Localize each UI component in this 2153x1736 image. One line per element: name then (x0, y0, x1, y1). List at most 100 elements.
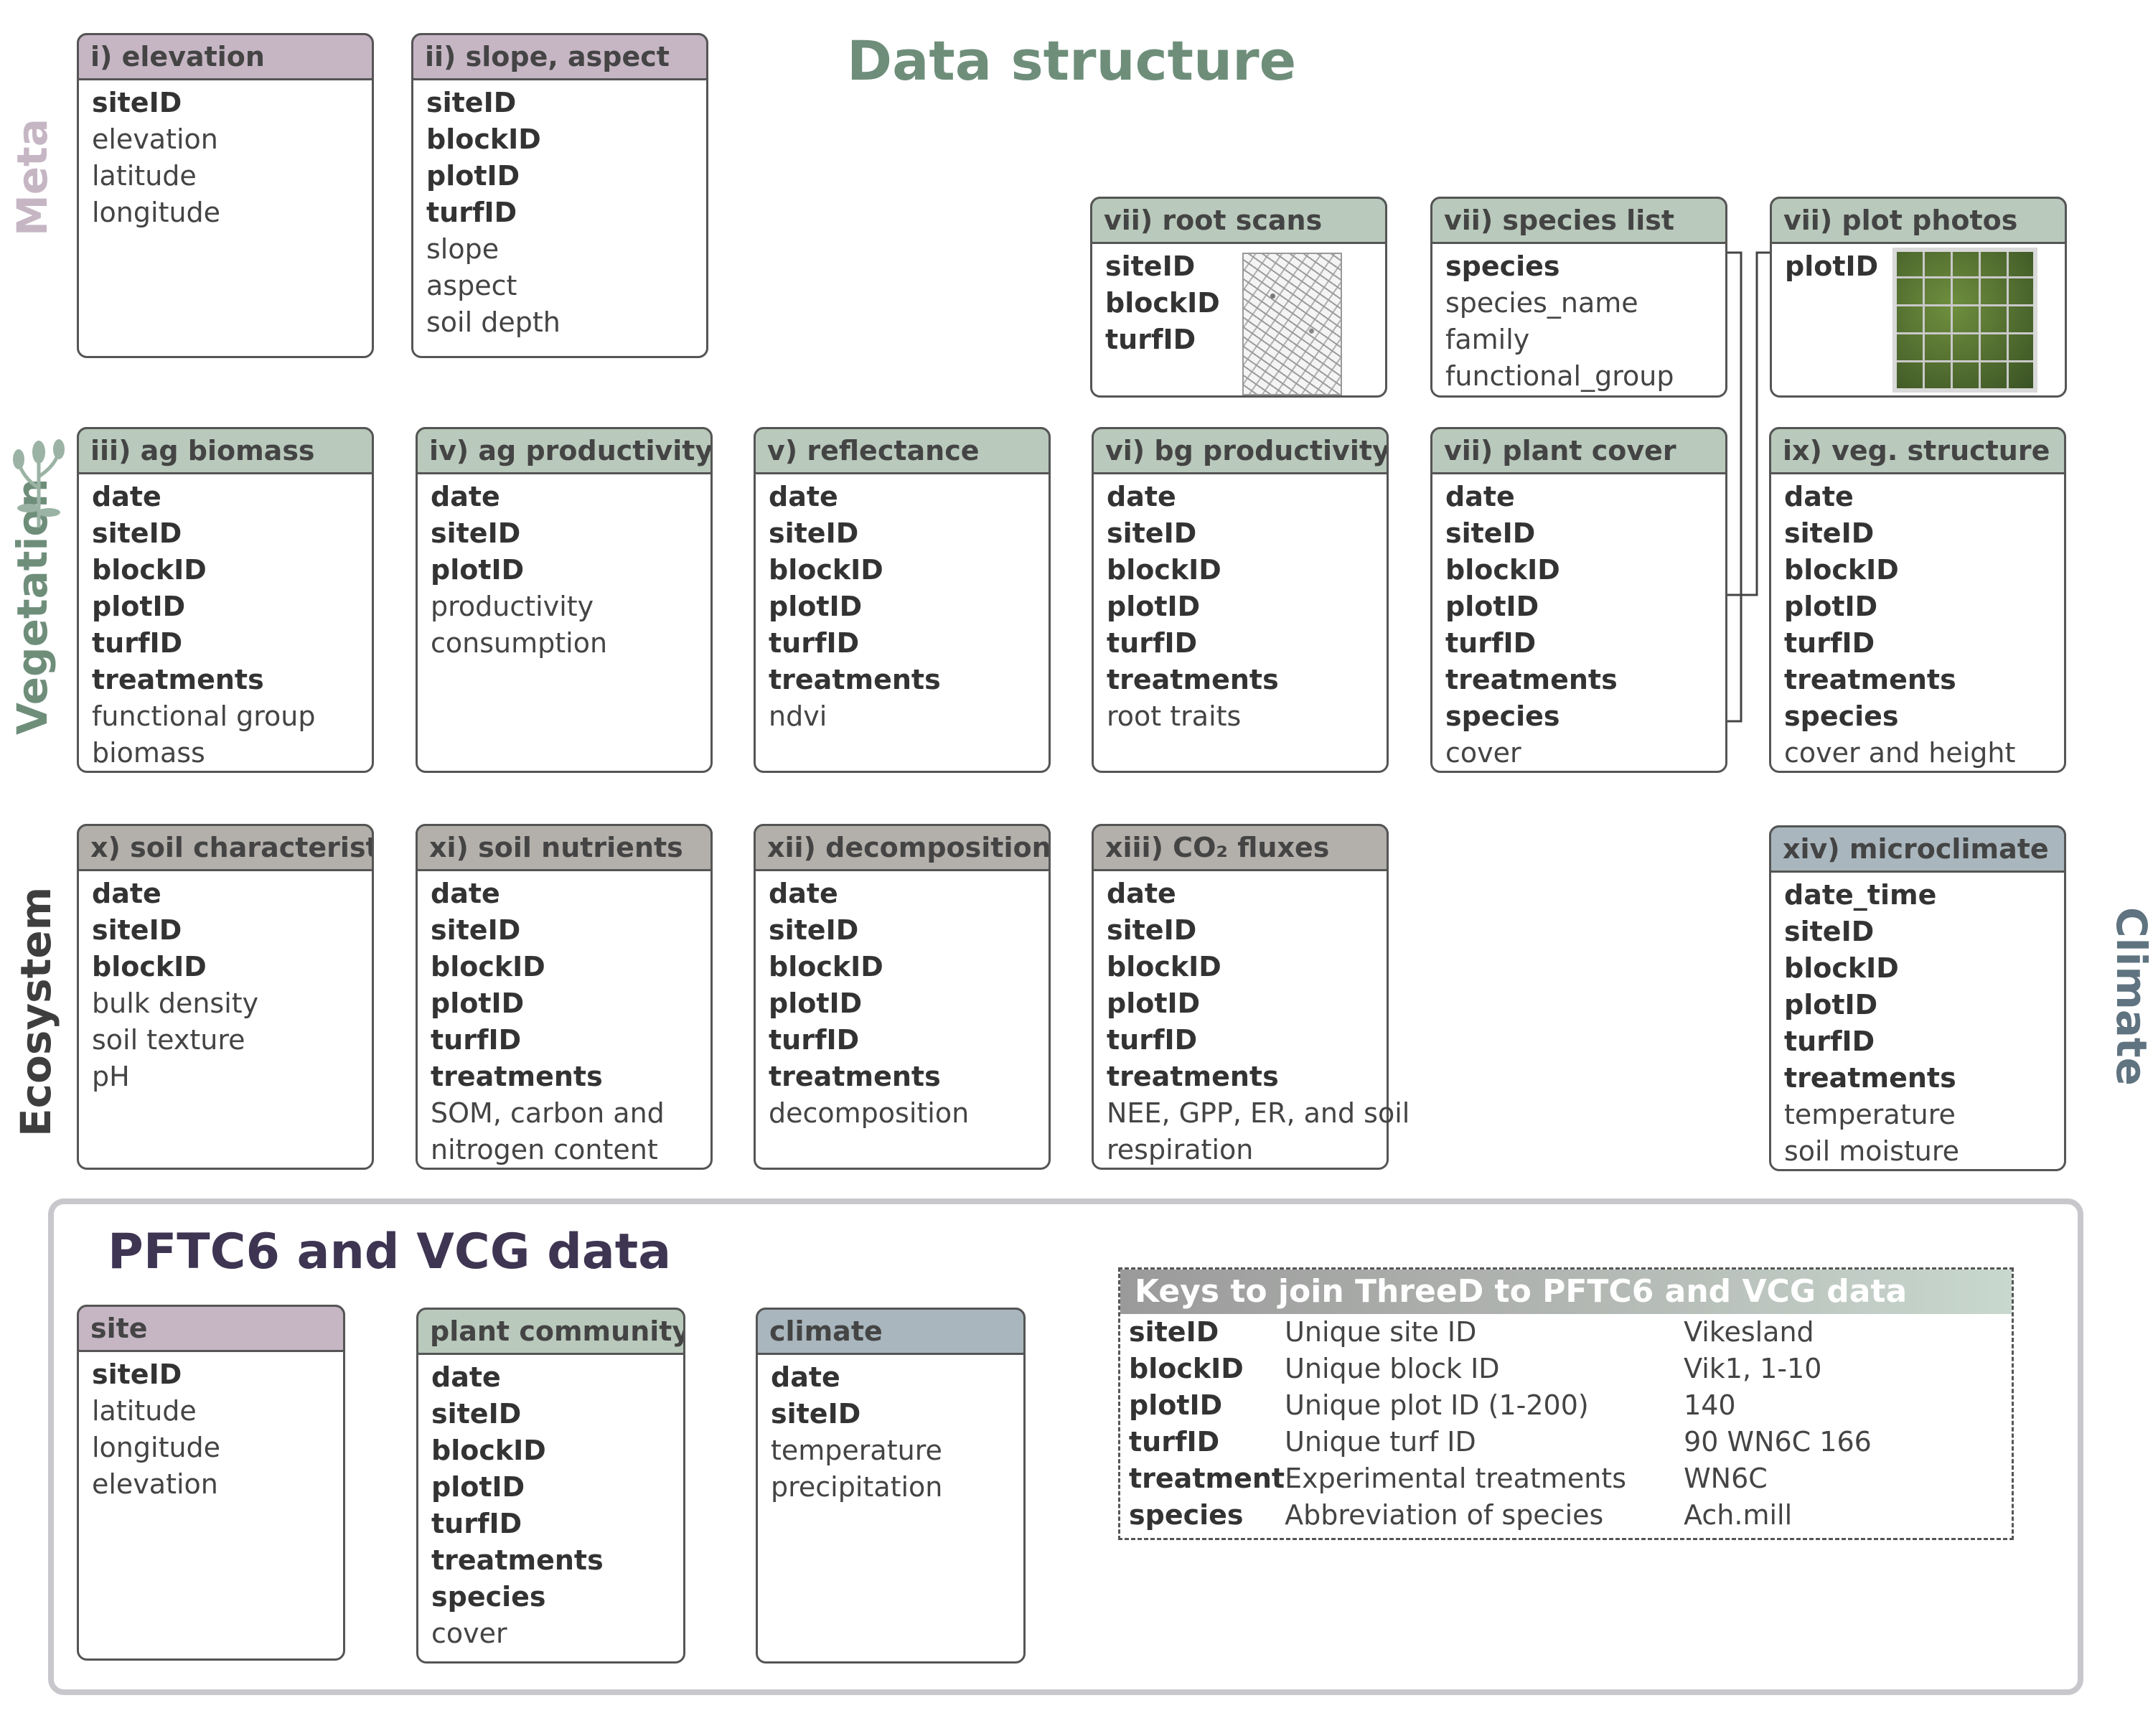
field: bulk density (92, 987, 259, 1019)
field: plotID (769, 987, 863, 1019)
field: functional_group (1445, 360, 1674, 392)
field: plotID (1107, 591, 1201, 622)
field: species (1784, 700, 1899, 732)
key-example: Vik1, 1-10 (1684, 1353, 1822, 1384)
field: siteID (92, 517, 182, 549)
field: siteID (1105, 250, 1196, 282)
card-title: vii) plant cover (1430, 427, 1727, 474)
field: aspect (426, 270, 517, 301)
field: soil moisture (1784, 1135, 1960, 1167)
field: species (431, 1581, 546, 1613)
field: pH (92, 1061, 130, 1092)
field: siteID (1107, 914, 1197, 946)
field: blockID (92, 554, 207, 586)
key-description: Unique block ID (1285, 1353, 1500, 1384)
field: longitude (92, 1432, 221, 1463)
field: cover and height (1784, 737, 2016, 769)
field: elevation (92, 1468, 218, 1500)
field: treatments (92, 664, 264, 695)
field: blockID (1107, 951, 1221, 982)
table-row: plotID Unique plot ID (1-200) 140 (1129, 1387, 1872, 1424)
key-name: siteID (1129, 1316, 1219, 1348)
field: species_name (1445, 287, 1638, 319)
field: plotID (431, 1471, 525, 1503)
key-example: WN6C (1684, 1463, 1768, 1494)
field: precipitation (771, 1471, 943, 1503)
card-elevation: i) elevation siteID elevation latitude l… (77, 33, 374, 358)
field: biomass (92, 737, 205, 769)
field: blockID (431, 951, 545, 982)
card-title: xiv) microclimate (1769, 825, 2066, 873)
field: siteID (426, 87, 517, 118)
field: siteID (92, 914, 182, 946)
field: turfID (1445, 627, 1537, 659)
field: plotID (1445, 591, 1539, 622)
field: blockID (1784, 952, 1899, 984)
card-title: vi) bg productivity (1092, 427, 1389, 474)
card-title: iii) ag biomass (77, 427, 374, 474)
side-label-meta: Meta (8, 118, 57, 236)
field: siteID (92, 87, 182, 118)
field: plotID (92, 591, 186, 622)
field: turfID (426, 197, 517, 228)
field: siteID (1107, 517, 1197, 549)
table-row: species Abbreviation of species Ach.mill (1129, 1497, 1872, 1534)
field: treatments (431, 1061, 603, 1092)
field: blockID (1105, 287, 1220, 319)
table-row: blockID Unique block ID Vik1, 1-10 (1129, 1351, 1872, 1387)
field: treatments (1784, 664, 1956, 695)
field: nitrogen content (431, 1134, 658, 1165)
table-row: treatment Experimental treatments WN6C (1129, 1460, 1872, 1497)
field: treatments (769, 664, 941, 695)
field: siteID (1784, 916, 1875, 947)
key-name: species (1129, 1499, 1244, 1531)
field: date_time (1784, 879, 1937, 911)
field: soil texture (92, 1024, 245, 1056)
card-root-scans: vii) root scans siteID blockID turfID (1090, 197, 1387, 398)
field: functional group (92, 700, 316, 732)
field: siteID (769, 517, 859, 549)
field: date (92, 878, 161, 909)
field: plotID (769, 591, 863, 622)
field: turfID (1107, 627, 1198, 659)
field: latitude (92, 160, 197, 192)
key-description: Abbreviation of species (1285, 1499, 1604, 1531)
card-title: climate (756, 1308, 1026, 1355)
key-example: 90 WN6C 166 (1684, 1426, 1872, 1458)
card-slope-aspect: ii) slope, aspect siteID blockID plotID … (411, 33, 708, 358)
join-keys-box: Keys to join ThreeD to PFTC6 and VCG dat… (1118, 1267, 2014, 1540)
field: slope (426, 233, 499, 265)
card-title: xiii) CO₂ fluxes (1092, 824, 1389, 871)
card-veg-structure: ix) veg. structure date siteID blockID p… (1769, 427, 2066, 773)
field: turfID (431, 1508, 522, 1539)
field: soil depth (426, 306, 560, 338)
field: siteID (92, 1359, 182, 1390)
field: decomposition (769, 1097, 970, 1129)
key-example: Vikesland (1684, 1316, 1814, 1348)
side-label-ecosystem: Ecosystem (11, 886, 60, 1137)
field: cover (1445, 737, 1521, 769)
card-plant-community: plant community date siteID blockID plot… (416, 1308, 685, 1664)
field: blockID (1445, 554, 1560, 586)
card-species-list: vii) species list species species_name f… (1430, 197, 1727, 398)
field: date (431, 878, 500, 909)
field: turfID (1107, 1024, 1198, 1056)
card-title: vii) plot photos (1770, 197, 2067, 244)
join-keys-table: siteID Unique site ID Vikesland blockID … (1129, 1314, 1872, 1534)
key-name: blockID (1129, 1353, 1244, 1384)
field: turfID (1784, 1026, 1875, 1057)
field: species (1445, 250, 1560, 282)
field: siteID (431, 1398, 522, 1430)
field: date (92, 481, 161, 512)
field: blockID (426, 123, 541, 155)
field: blockID (1107, 554, 1221, 586)
field: date (431, 1361, 501, 1393)
key-description: Experimental treatments (1285, 1463, 1626, 1494)
page-title: Data structure (847, 29, 1297, 93)
card-title: vii) species list (1430, 197, 1727, 244)
field: elevation (92, 123, 218, 155)
card-co2-fluxes: xiii) CO₂ fluxes date siteID blockID plo… (1092, 824, 1409, 1170)
table-row: siteID Unique site ID Vikesland (1129, 1314, 1872, 1351)
field: treatments (769, 1061, 941, 1092)
field: date (1445, 481, 1515, 512)
